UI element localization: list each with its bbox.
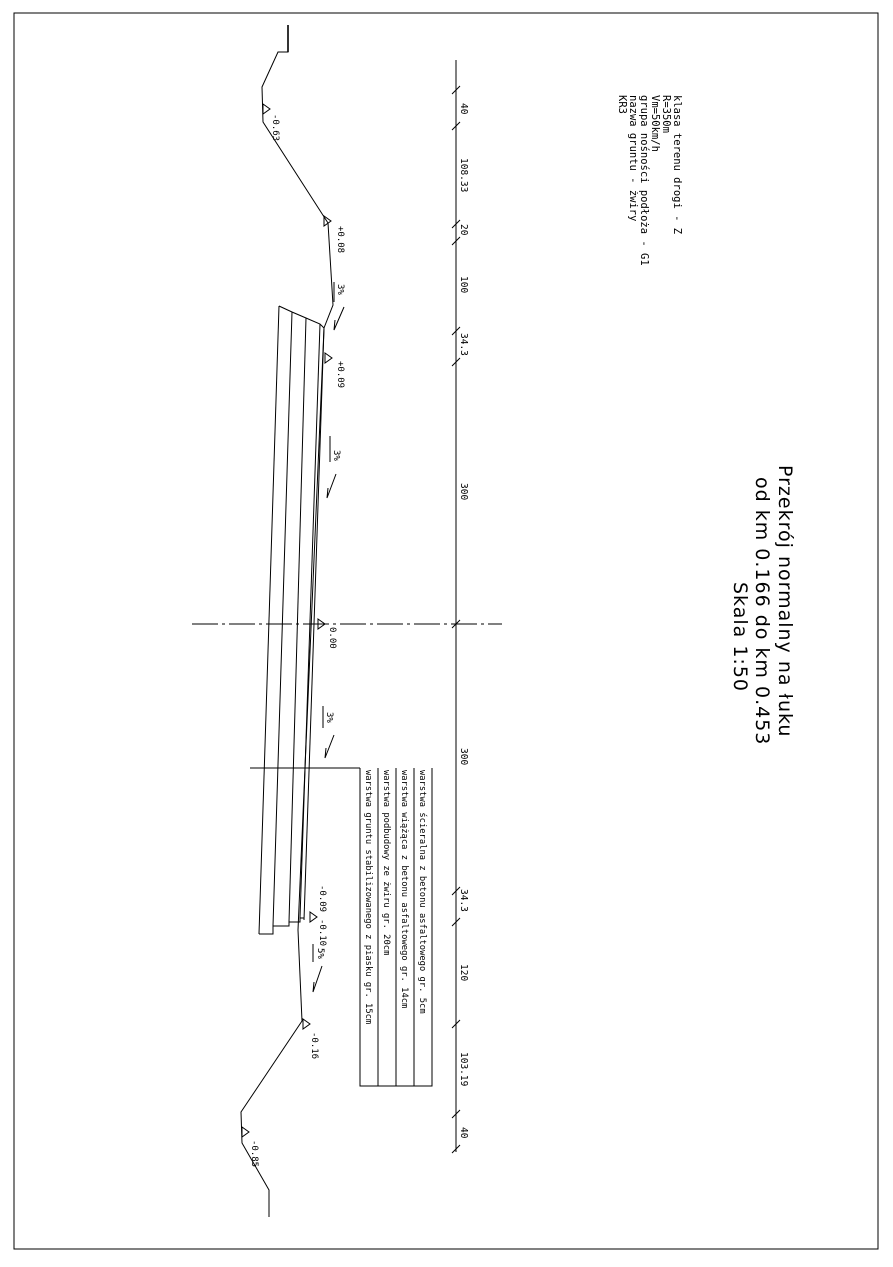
- elevation-label: +0.08: [335, 226, 345, 253]
- dimension-tick: [451, 121, 461, 131]
- layer-binder-top: [299, 323, 321, 919]
- slope-arrow: [324, 734, 335, 759]
- elevation-label: -0.16: [309, 1032, 319, 1059]
- dimension-label: 108.33: [458, 158, 469, 192]
- terrain-profile: [240, 25, 334, 1217]
- elevation-label: -0.63: [270, 114, 280, 141]
- dimension-tick: [451, 236, 461, 246]
- note-terrain-class: klasa terenu drogi - Z: [671, 95, 683, 234]
- dimension-tick: [451, 886, 461, 896]
- note-radius: R=350m: [660, 95, 672, 133]
- elevation-label: -0.09: [317, 885, 327, 912]
- elevation-markers: [241, 103, 333, 1138]
- dimension-tick: [451, 1019, 461, 1029]
- elevation-triangle: [324, 352, 333, 364]
- dimension-tick: [451, 1144, 461, 1154]
- elevation-label: +0.09: [335, 361, 345, 388]
- dimension-tick: [451, 357, 461, 367]
- dimension-label: 34.3: [458, 889, 469, 912]
- slope-arrow: [312, 965, 323, 993]
- elevation-triangle: [309, 911, 318, 923]
- elevation-label: -0.85: [249, 1140, 259, 1167]
- layer-subbase-top: [272, 311, 293, 927]
- legend-item: warstwa podbudowy ze żwiru gr. 20cm: [381, 770, 391, 955]
- elevation-triangle: [317, 618, 326, 630]
- dimension-label: 34.3: [458, 333, 469, 356]
- slope-label: 3%: [324, 712, 334, 723]
- pavement-layers: [258, 305, 325, 935]
- legend-item: warstwa gruntu stabilizowanego z piasku …: [363, 770, 373, 1024]
- elevation-triangle: [302, 1018, 311, 1030]
- road-parameters-notes: klasa terenu drogi - Z R=350m Vm=50km/h …: [616, 95, 683, 266]
- elevation-label: 0.00: [327, 627, 337, 649]
- dimension-tick: [451, 917, 461, 927]
- dimension-line: 40 108.33 20 100 34.3 300 300 34.3 120 1…: [451, 60, 469, 1154]
- dimension-tick: [451, 219, 461, 229]
- slope-label: 5%: [315, 948, 325, 959]
- layer-base-top: [288, 317, 307, 923]
- slope-indicators: 3% 3% 3% 5%: [312, 282, 345, 993]
- dimension-label: 40: [458, 1127, 469, 1139]
- terrain-line: [240, 25, 334, 1217]
- dimension-tick: [451, 326, 461, 336]
- dimension-label: 300: [458, 748, 469, 765]
- title-line-1: Przekrój normalny na łuku: [774, 465, 796, 737]
- layer-left-edge: [278, 305, 325, 329]
- title-line-3: Skala 1:50: [729, 582, 751, 692]
- dimension-label: 120: [458, 964, 469, 981]
- layer-bottom: [258, 305, 280, 935]
- slope-label: 3%: [335, 284, 345, 295]
- dimension-label: 103.19: [458, 1052, 469, 1087]
- layer-right-edge: [259, 917, 304, 935]
- dimension-label: 40: [458, 103, 469, 115]
- elevation-label: -0.10: [317, 919, 327, 946]
- elevation-triangle: [323, 215, 332, 227]
- dimension-label: 300: [458, 483, 469, 500]
- slope-label: 3%: [331, 450, 341, 461]
- note-bearing-group: grupa nośności podłoża - G1: [638, 95, 650, 266]
- note-design-speed: Vm=50km/h: [649, 95, 661, 152]
- elevation-triangle: [262, 103, 271, 115]
- layer-legend: warstwa ścieralna z betonu asfaltowego g…: [250, 767, 433, 1087]
- dimension-ticks: [451, 85, 461, 1154]
- dimension-tick: [451, 85, 461, 95]
- sheet-border: [13, 12, 879, 1250]
- legend-item: warstwa wiążąca z betonu asfaltowego gr.…: [399, 770, 409, 1008]
- drawing-title: Przekrój normalny na łuku od km 0.166 do…: [729, 465, 796, 745]
- dimension-label: 20: [458, 224, 469, 236]
- dimension-tick: [451, 1109, 461, 1119]
- title-line-2: od km 0.166 do km 0.453: [751, 477, 773, 745]
- legend-item: warstwa ścieralna z betonu asfaltowego g…: [417, 770, 428, 1014]
- slope-arrow: [326, 473, 337, 499]
- layer-surface-top: [303, 327, 325, 921]
- note-traffic-category: KR3: [616, 95, 628, 114]
- elevation-triangle: [241, 1126, 250, 1138]
- note-soil-name: nazwa gruntu - żwiry: [627, 95, 639, 221]
- dimension-label: 100: [458, 276, 469, 293]
- slope-arrow: [333, 306, 345, 331]
